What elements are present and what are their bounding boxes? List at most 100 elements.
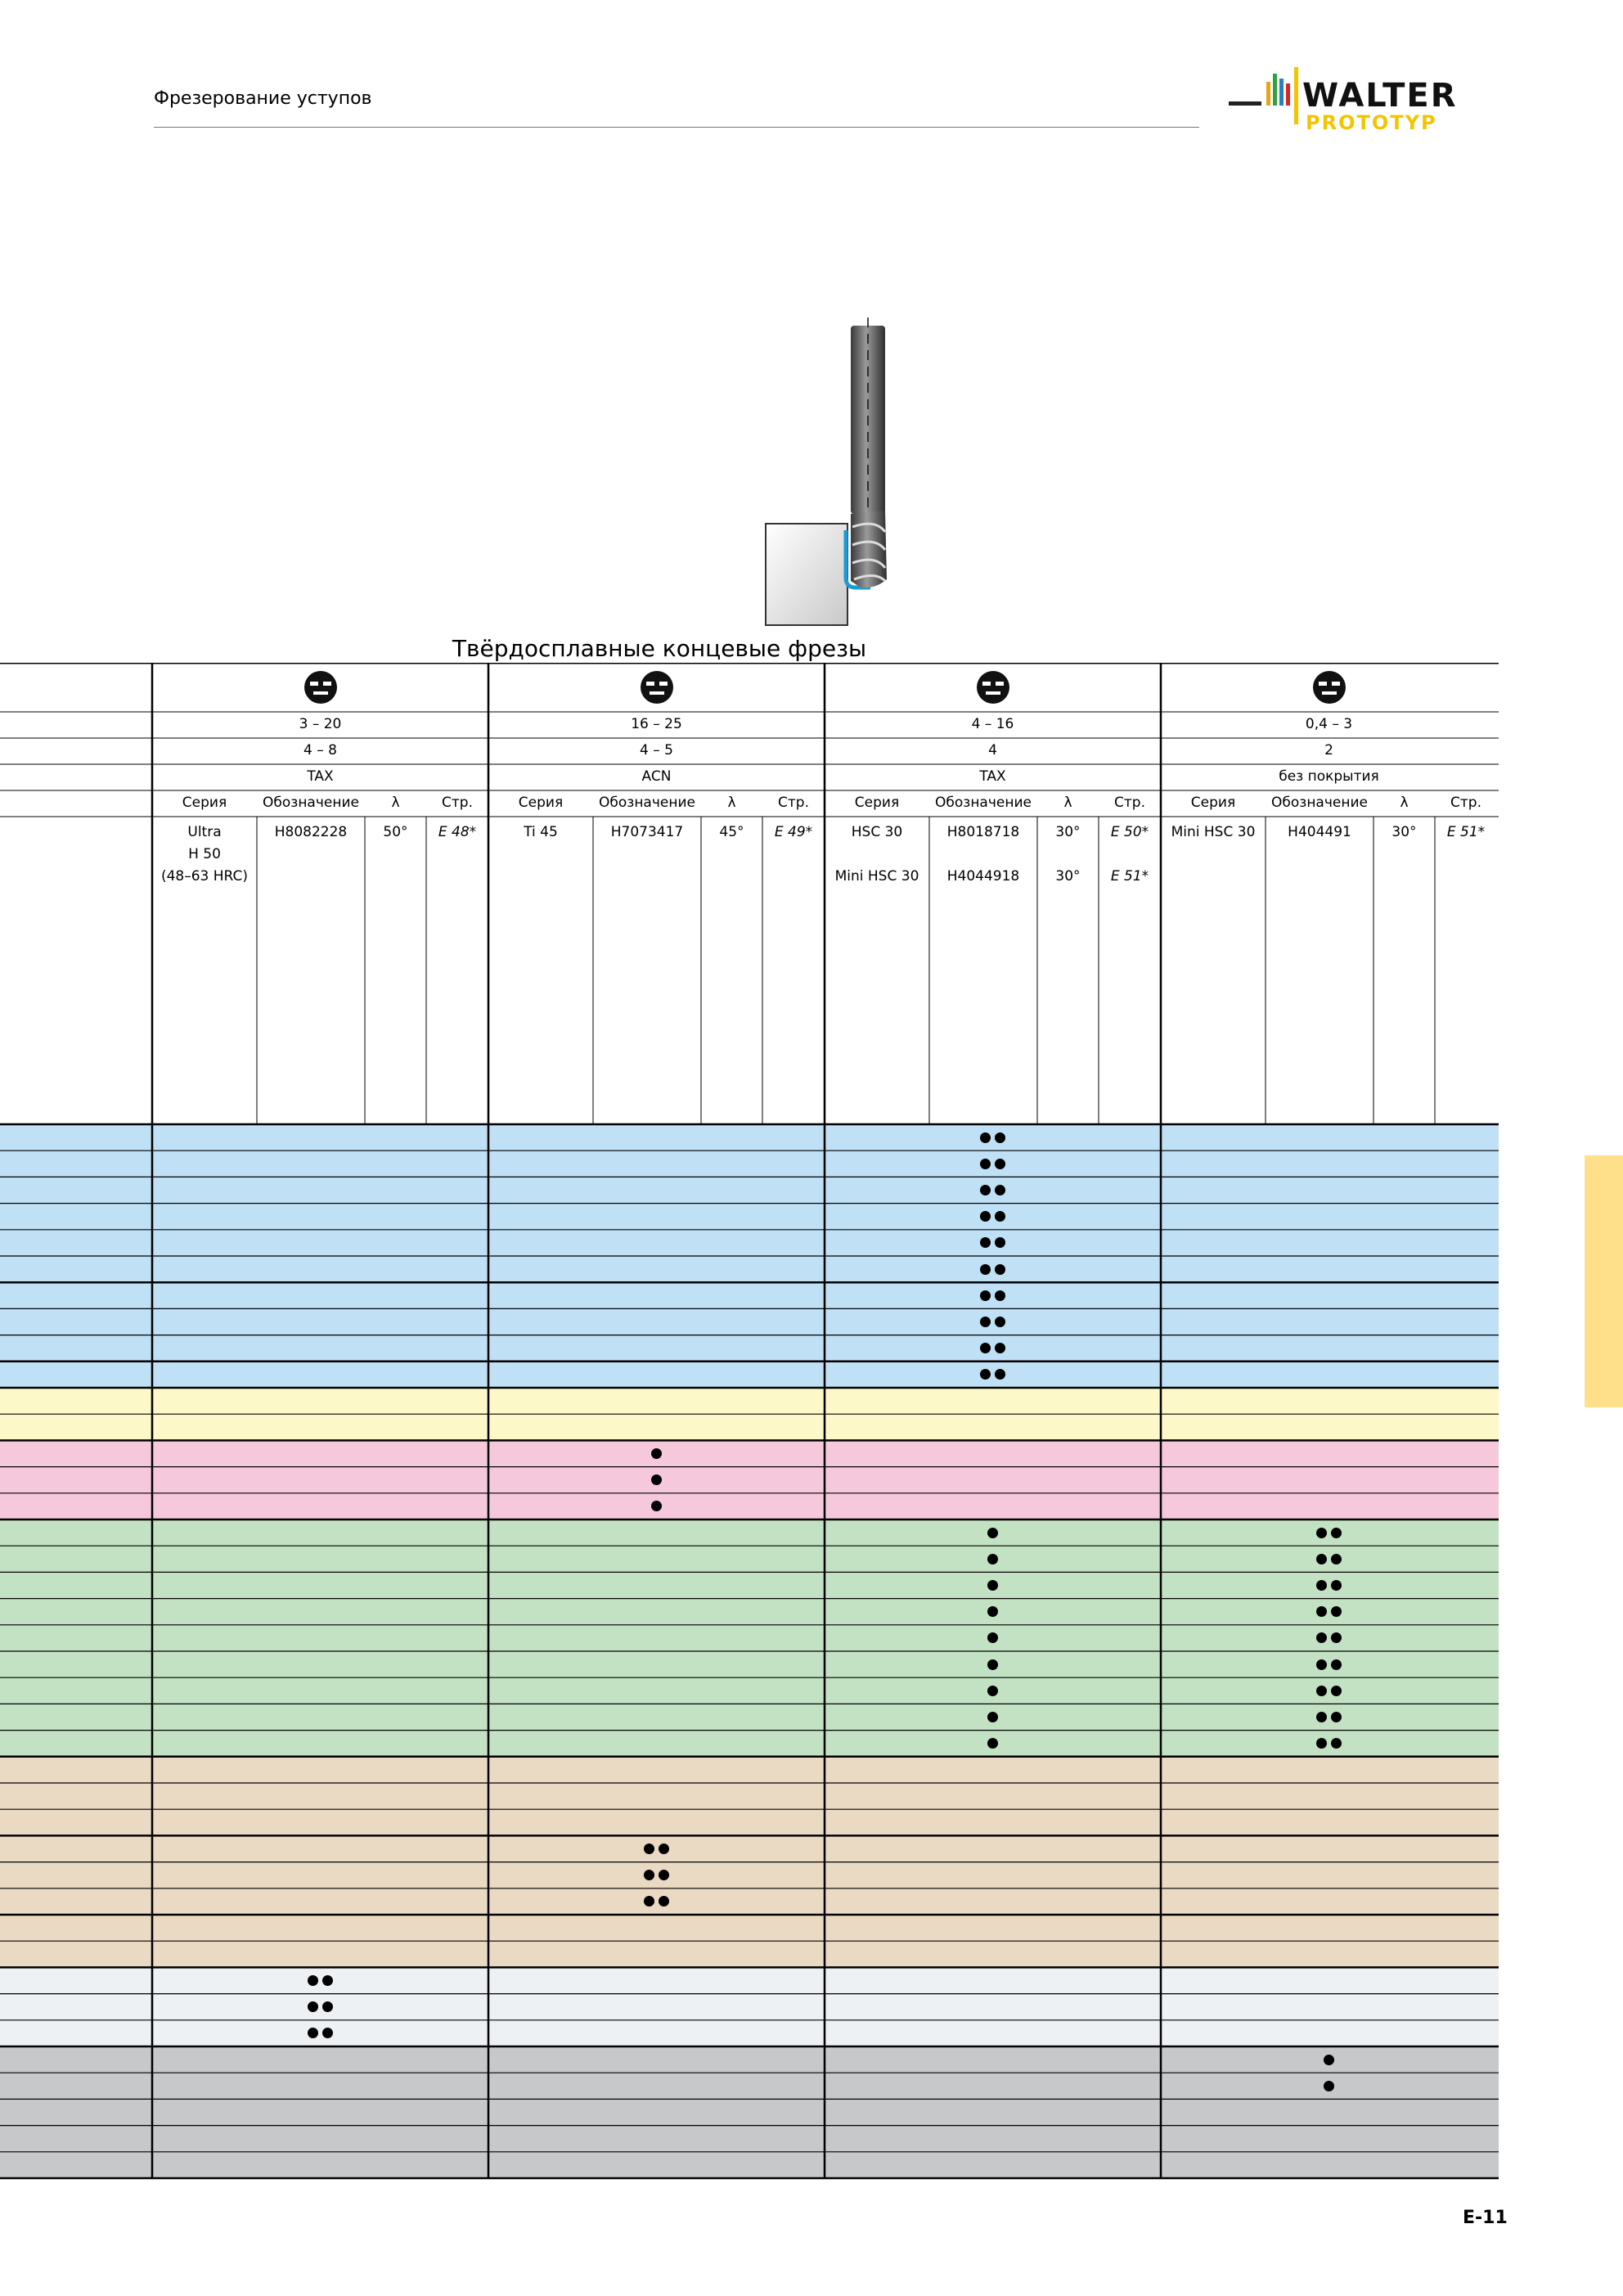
suitability-dot-icon	[987, 1606, 998, 1618]
suitability-dot-icon	[995, 1132, 1005, 1143]
shank-tool-icon	[303, 671, 337, 704]
suitability-dot-icon	[1316, 1685, 1327, 1696]
tool-series: HSC 30	[851, 824, 903, 840]
suitability-dot-icon	[987, 1685, 998, 1696]
suitability-dot-icon	[987, 1580, 998, 1591]
shank-tool-icon	[1312, 671, 1346, 704]
suitability-dot-icon	[1331, 1553, 1342, 1564]
header-divider	[154, 127, 1199, 128]
column-header: Серия	[182, 795, 227, 811]
catalog-page-ref: E 51*	[1446, 824, 1486, 840]
column-header: Обозначение	[935, 795, 1032, 811]
column-header: Серия	[518, 795, 564, 811]
material-row-band	[0, 1651, 1499, 1678]
material-row-band	[0, 2151, 1499, 2178]
material-row-band	[0, 1598, 1499, 1625]
material-row-band	[0, 1941, 1499, 1968]
coating-label: TAX	[979, 768, 1006, 785]
material-row-band	[0, 1335, 1499, 1362]
material-row-band	[0, 1730, 1499, 1757]
tool-designation: H8018718	[946, 824, 1020, 840]
material-row-band	[0, 2019, 1499, 2046]
suitability-dot-icon	[659, 1844, 669, 1854]
material-row-band	[0, 1624, 1499, 1651]
tool-designation: H7073417	[610, 824, 684, 840]
diameter-range-label: 3 – 20	[299, 716, 342, 732]
catalog-page-ref: E 50*	[1110, 824, 1149, 840]
suitability-dot-icon	[1331, 1580, 1342, 1591]
material-row-band	[0, 1177, 1499, 1204]
material-row-band	[0, 1282, 1499, 1309]
suitability-dot-icon	[995, 1185, 1005, 1195]
suitability-dot-icon	[1331, 1527, 1342, 1538]
coating-label: TAX	[307, 768, 334, 785]
suitability-dot-icon	[995, 1158, 1005, 1169]
suitability-dot-icon	[1324, 2080, 1334, 2091]
shank-tool-icon	[640, 671, 673, 704]
suitability-dot-icon	[1331, 1738, 1342, 1749]
suitability-dot-icon	[1316, 1738, 1327, 1749]
material-row-band	[0, 1704, 1499, 1731]
material-row-band	[0, 1546, 1499, 1573]
column-header: λ	[1400, 795, 1409, 811]
suitability-dot-icon	[1316, 1606, 1327, 1618]
material-row-band	[0, 1203, 1499, 1230]
tool-designation: H404491	[1288, 824, 1351, 840]
walter-prototyp-logo: WALTER PROTOTYP	[1229, 67, 1458, 134]
diameter-range-label: 0,4 – 3	[1305, 716, 1353, 732]
suitability-dot-icon	[308, 2001, 318, 2013]
material-row-band	[0, 2046, 1499, 2073]
material-row-band	[0, 1677, 1499, 1704]
logo-sub-text: PROTOTYP	[1306, 111, 1437, 134]
suitability-dot-icon	[980, 1290, 991, 1301]
suitability-dot-icon	[1331, 1632, 1342, 1644]
tool-designation: H4044918	[946, 868, 1020, 885]
logo-brand-text: WALTER	[1302, 77, 1458, 115]
column-header: Стр.	[1114, 795, 1145, 811]
table-grid-lines	[0, 663, 1499, 2180]
shank-tool-icon	[976, 671, 1009, 704]
tool-series: Mini HSC 30	[1171, 824, 1256, 840]
end-mill-illustration-icon	[765, 317, 887, 626]
suitability-dot-icon	[322, 2001, 333, 2013]
helix-angle: 45°	[719, 824, 744, 840]
suitability-dot-icon	[980, 1263, 991, 1275]
material-row-band	[0, 1466, 1499, 1493]
suitability-dot-icon	[995, 1343, 1005, 1354]
column-header: Стр.	[778, 795, 809, 811]
tool-series: Ti 45	[524, 824, 558, 840]
suitability-dot-icon	[980, 1132, 991, 1143]
suitability-dot-icon	[1316, 1632, 1327, 1644]
section-title: Твёрдосплавные концевые фрезы	[452, 635, 867, 662]
material-row-band	[0, 1492, 1499, 1519]
helix-angle: 30°	[1055, 824, 1081, 840]
column-header: λ	[727, 795, 736, 811]
suitability-dot-icon	[651, 1501, 662, 1512]
teeth-count-label: 4 – 5	[640, 742, 673, 759]
suitability-dot-icon	[995, 1290, 1005, 1301]
suitability-dot-icon	[1316, 1527, 1327, 1538]
suitability-dot-icon	[995, 1369, 1005, 1380]
suitability-dot-icon	[980, 1237, 991, 1249]
material-row-band	[0, 1256, 1499, 1283]
column-header: Серия	[854, 795, 900, 811]
suitability-dot-icon	[995, 1211, 1005, 1222]
helix-angle: 30°	[1055, 868, 1081, 885]
suitability-dot-icon	[1324, 2054, 1334, 2065]
suitability-dot-icon	[1331, 1659, 1342, 1670]
material-row-band	[0, 1967, 1499, 1994]
material-row-band	[0, 1572, 1499, 1599]
suitability-dot-icon	[987, 1632, 998, 1644]
material-row-band	[0, 1388, 1499, 1415]
material-row-band	[0, 1888, 1499, 1915]
suitability-dot-icon	[322, 1975, 333, 1986]
catalog-page-ref: E 49*	[774, 824, 813, 840]
coating-label: ACN	[641, 768, 672, 785]
material-row-band	[0, 1440, 1499, 1467]
suitability-dot-icon	[980, 1369, 991, 1380]
suitability-dot-icon	[659, 1896, 669, 1907]
column-header: Серия	[1190, 795, 1236, 811]
suitability-dot-icon	[1316, 1712, 1327, 1722]
material-row-band	[0, 1835, 1499, 1862]
